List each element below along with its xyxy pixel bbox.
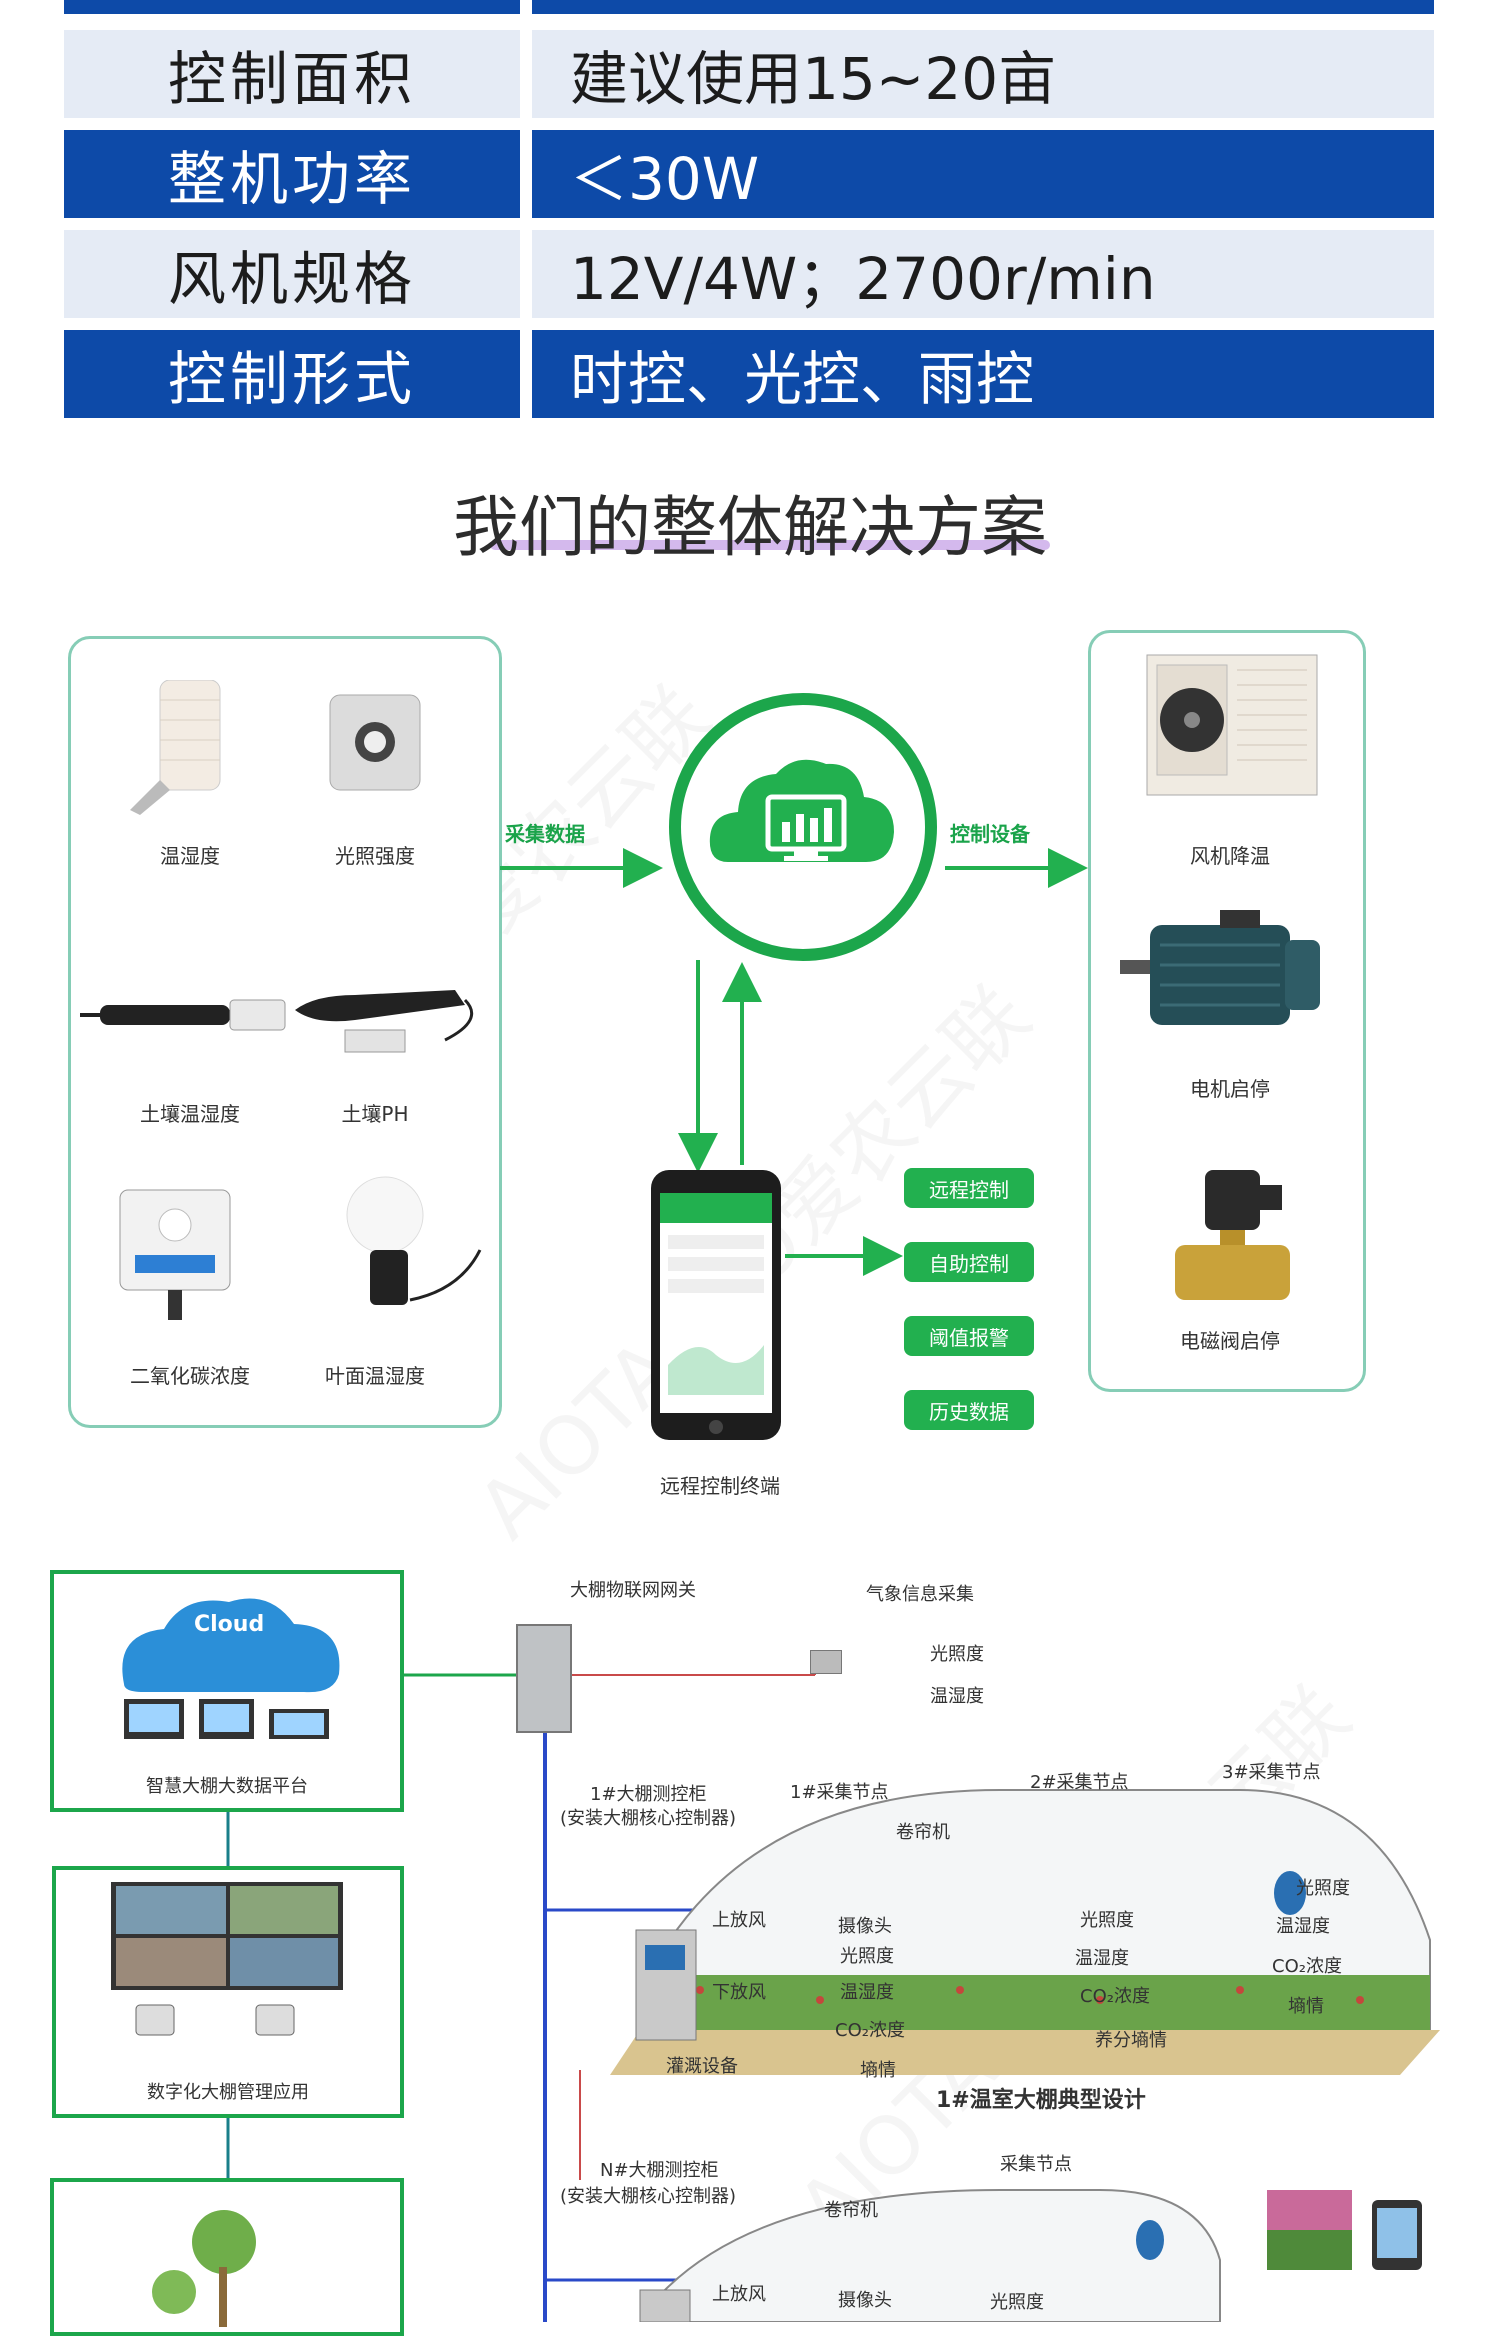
table-row: 控制面积 建议使用15~20亩 [64, 30, 1434, 118]
spec-value: 建议使用15~20亩 [532, 30, 1434, 118]
sensor-tag: 温湿度 [1276, 1916, 1330, 1937]
light-sensor-icon [329, 694, 421, 791]
flow-arrows [500, 848, 1088, 1276]
cloud-platform-icon [669, 693, 937, 961]
table-row: 风机规格 12V/4W；2700r/min [64, 230, 1434, 318]
sensor-label: 光照强度 [335, 844, 415, 868]
spec-label: 控制面积 [64, 30, 520, 118]
platform-label: 智慧大棚大数据平台 [146, 1776, 308, 1797]
fan-cooler-icon [1146, 654, 1318, 796]
sensor-tag: CO₂浓度 [835, 2020, 905, 2041]
top-vent-label: 上放风 [712, 1910, 766, 1931]
sensor-label: 温湿度 [160, 844, 220, 868]
motor-icon [1120, 910, 1320, 1025]
gateway-label: 大棚物联网网关 [570, 1580, 696, 1601]
design-label: 1#温室大棚典型设计 [936, 2088, 1146, 2113]
sensor-tag: 养分墒情 [1095, 2030, 1167, 2051]
curtain-label: 卷帘机 [896, 1822, 950, 1843]
section-title: 我们的整体解决方案 [453, 489, 1047, 566]
sensor-tag: 温湿度 [1075, 1948, 1129, 1969]
curtainN-label: 卷帘机 [824, 2200, 878, 2221]
node-label: 3#采集节点 [1222, 1762, 1321, 1783]
table-top-cell-left [64, 0, 520, 14]
spec-value: ＜30W [532, 130, 1434, 218]
architecture-lines [226, 1665, 1440, 2322]
sensor-label: 叶面温湿度 [325, 1364, 425, 1388]
spec-value: 12V/4W；2700r/min [532, 230, 1434, 318]
function-pill-auto-control: 自助控制 [904, 1242, 1034, 1282]
nodeN-label: 采集节点 [1000, 2154, 1072, 2175]
smartphone-icon [651, 1170, 781, 1440]
table-top-cell-right [532, 0, 1434, 14]
cameraN-label: 摄像头 [838, 2290, 892, 2311]
camera-label: 摄像头 [838, 1916, 892, 1937]
weather-item: 温湿度 [930, 1686, 984, 1707]
sensor-tag: 墒情 [1288, 1996, 1324, 2017]
lightN-label: 光照度 [990, 2292, 1044, 2313]
management-label: 数字化大棚管理应用 [147, 2082, 309, 2103]
management-box: 数字化大棚管理应用 [52, 1866, 404, 2118]
device-label: 电机启停 [1190, 1077, 1270, 1101]
controllerN-label: N#大棚测控柜 [600, 2160, 719, 2181]
tree-icon [152, 2210, 256, 2327]
device-label: 电磁阀启停 [1180, 1329, 1280, 1353]
soil-moisture-sensor-icon [80, 999, 286, 1031]
thermo-hygrometer-icon [130, 680, 221, 815]
sensor-label: 土壤温湿度 [140, 1102, 240, 1126]
gateway-cabinet [516, 1624, 572, 1733]
top-ventN-label: 上放风 [712, 2284, 766, 2305]
soil-ph-sensor-icon [295, 990, 474, 1053]
weather-item: 光照度 [930, 1644, 984, 1665]
sensor-tag: 温湿度 [840, 1982, 894, 2003]
solenoid-valve-icon [1175, 1170, 1290, 1300]
monitoring-screens-icon [111, 1882, 343, 2036]
weather-label: 气象信息采集 [866, 1584, 974, 1605]
table-row: 整机功率 ＜30W [64, 130, 1434, 218]
node-label: 1#采集节点 [790, 1782, 889, 1803]
sensor-tag: 光照度 [1080, 1910, 1134, 1931]
controller1-sub: (安装大棚核心控制器) [560, 1808, 737, 1829]
sensor-tag: CO₂浓度 [1272, 1956, 1342, 1977]
control-device-label: 控制设备 [950, 822, 1030, 846]
node-label: 2#采集节点 [1030, 1772, 1129, 1793]
spec-label: 整机功率 [64, 130, 520, 218]
sensor-tag: CO₂浓度 [1080, 1986, 1150, 2007]
table-row: 控制形式 时控、光控、雨控 [64, 330, 1434, 418]
sensor-label: 二氧化碳浓度 [130, 1364, 250, 1388]
co2-sensor-icon [119, 1189, 231, 1320]
function-pill-threshold-alarm: 阈值报警 [904, 1316, 1034, 1356]
device-label: 风机降温 [1190, 844, 1270, 868]
weather-node [810, 1650, 842, 1674]
sensor-label: 土壤PH [341, 1102, 409, 1126]
cloud-label: Cloud [194, 1612, 265, 1637]
sensor-tag: 光照度 [840, 1946, 894, 1967]
sensor-tag: 光照度 [1296, 1878, 1350, 1899]
bottom-vent-label: 下放风 [712, 1982, 766, 2003]
controller1-label: 1#大棚测控柜 [590, 1784, 707, 1805]
function-pill-history-data: 历史数据 [904, 1390, 1034, 1430]
controllerN-sub: (安装大棚核心控制器) [560, 2186, 737, 2207]
cloud-network-icon [122, 1598, 340, 1739]
spec-label: 控制形式 [64, 330, 520, 418]
field-box [50, 2178, 404, 2336]
irrigation-label: 灌溉设备 [666, 2056, 738, 2077]
platform-box: Cloud 智慧大棚大数据平台 [50, 1570, 404, 1812]
title-underline [490, 540, 1050, 550]
spec-value: 时控、光控、雨控 [532, 330, 1434, 418]
leaf-sensor-icon [346, 1176, 482, 1305]
collect-data-label: 采集数据 [505, 822, 585, 846]
spec-label: 风机规格 [64, 230, 520, 318]
sensor-tag: 墒情 [860, 2060, 896, 2081]
terminal-label: 远程控制终端 [660, 1474, 780, 1498]
function-pill-remote-control: 远程控制 [904, 1168, 1034, 1208]
app-photos-icon [1267, 2190, 1422, 2270]
